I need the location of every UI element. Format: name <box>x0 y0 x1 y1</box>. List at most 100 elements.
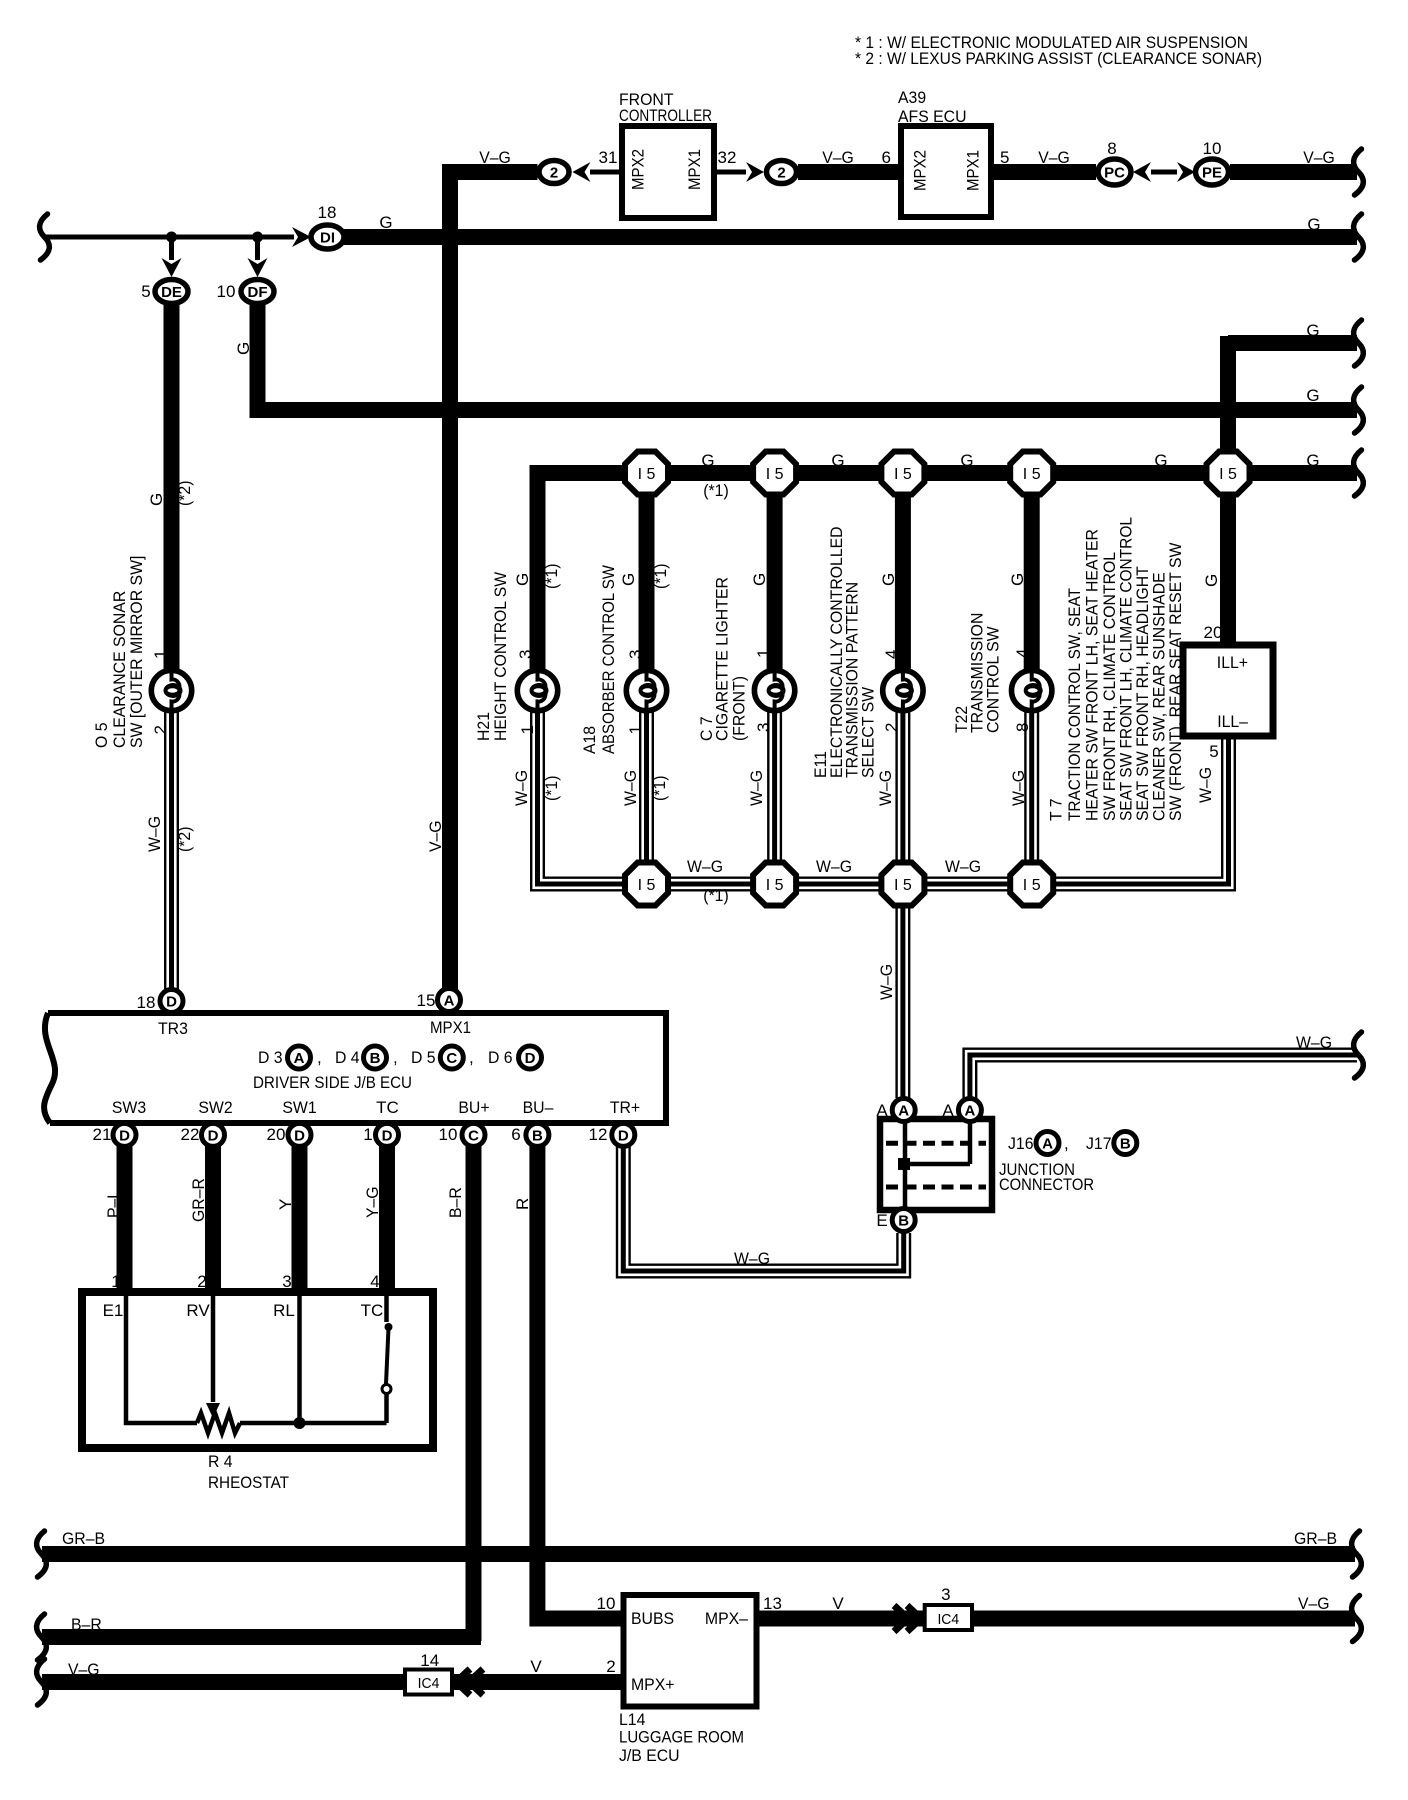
svg-text:2: 2 <box>882 723 901 732</box>
svg-text:R 4: R 4 <box>208 1452 233 1471</box>
svg-text:G: G <box>1306 321 1319 340</box>
svg-text:G: G <box>750 573 769 586</box>
svg-text:1: 1 <box>626 725 645 734</box>
svg-text:D: D <box>119 1127 130 1144</box>
svg-text:BU–: BU– <box>523 1098 554 1117</box>
svg-text:SEAT SW FRONT RH, HEADLIGHT: SEAT SW FRONT RH, HEADLIGHT <box>1133 566 1152 821</box>
svg-text:(*1): (*1) <box>651 564 670 590</box>
svg-text:C: C <box>468 1127 479 1144</box>
svg-text:HEIGHT CONTROL SW: HEIGHT CONTROL SW <box>491 572 510 741</box>
svg-text:W–G: W–G <box>1196 767 1215 803</box>
svg-text:6: 6 <box>511 1125 520 1144</box>
svg-text:B–R: B–R <box>446 1187 465 1218</box>
svg-text:G: G <box>1202 574 1221 587</box>
svg-text:32: 32 <box>718 148 737 167</box>
svg-text:4: 4 <box>370 1272 379 1291</box>
svg-text:SW [OUTER MIRROR SW]: SW [OUTER MIRROR SW] <box>127 556 146 748</box>
svg-text:SW FRONT RH, CLIMATE CONTROL: SW FRONT RH, CLIMATE CONTROL <box>1100 552 1119 821</box>
svg-text:* 1 : W/ ELECTRONIC MODULATED: * 1 : W/ ELECTRONIC MODULATED AIR SUSPEN… <box>855 33 1248 52</box>
svg-text:ELECTRONICALLY CONTROLLED: ELECTRONICALLY CONTROLLED <box>827 526 846 778</box>
svg-text:G: G <box>513 573 532 586</box>
svg-text:10: 10 <box>1203 139 1222 158</box>
svg-text:D 6: D 6 <box>488 1048 513 1067</box>
svg-text:T 7: T 7 <box>1047 798 1066 821</box>
svg-text:1: 1 <box>363 1125 372 1144</box>
svg-text:I 5: I 5 <box>1023 466 1041 483</box>
svg-text:RHEOSTAT: RHEOSTAT <box>208 1473 289 1492</box>
svg-text:J17: J17 <box>1086 1134 1112 1153</box>
svg-text:G: G <box>960 451 973 470</box>
svg-text:G: G <box>234 342 253 355</box>
svg-text:W–G: W–G <box>621 770 640 806</box>
svg-text:W–G: W–G <box>512 770 531 806</box>
svg-text:E1: E1 <box>103 1301 124 1320</box>
svg-text:B: B <box>532 1127 543 1144</box>
svg-text:I 5: I 5 <box>766 466 784 483</box>
svg-text:ABSORBER CONTROL SW: ABSORBER CONTROL SW <box>599 565 618 754</box>
svg-text:2: 2 <box>151 725 170 734</box>
svg-text:1: 1 <box>151 650 170 659</box>
svg-text:FRONT: FRONT <box>619 90 674 109</box>
svg-text:MPX–: MPX– <box>705 1609 749 1628</box>
svg-text:D: D <box>382 1127 393 1144</box>
svg-text:10: 10 <box>217 282 236 301</box>
svg-text:DF: DF <box>248 284 268 301</box>
svg-text:IC4: IC4 <box>418 1675 440 1692</box>
svg-text:12: 12 <box>589 1125 608 1144</box>
svg-text:A18: A18 <box>580 726 599 754</box>
svg-text:MPX1: MPX1 <box>964 150 983 191</box>
svg-text:5: 5 <box>1000 148 1009 167</box>
svg-text:V–G: V–G <box>68 1660 100 1679</box>
svg-text:W–G: W–G <box>1296 1033 1332 1052</box>
svg-text:V: V <box>832 1594 844 1613</box>
svg-text:SW1: SW1 <box>282 1098 316 1117</box>
svg-text:10: 10 <box>439 1125 458 1144</box>
svg-text:GR–B: GR–B <box>1294 1529 1337 1548</box>
svg-text:3: 3 <box>941 1585 950 1604</box>
svg-text:G: G <box>379 213 392 232</box>
svg-text:3: 3 <box>516 650 535 659</box>
svg-text:CONTROLLER: CONTROLLER <box>619 106 712 125</box>
svg-text:20: 20 <box>1204 623 1223 642</box>
svg-text:A: A <box>1042 1135 1053 1152</box>
svg-text:21: 21 <box>93 1125 112 1144</box>
svg-text:D: D <box>525 1050 536 1067</box>
svg-text:W–G: W–G <box>747 770 766 806</box>
svg-text:1: 1 <box>754 649 773 658</box>
svg-text:V–G: V–G <box>822 148 854 167</box>
svg-text:4: 4 <box>1013 649 1032 658</box>
svg-text:(*1): (*1) <box>542 776 561 802</box>
svg-text:O 5: O 5 <box>92 723 111 749</box>
svg-text:G: G <box>879 573 898 586</box>
svg-text:A: A <box>964 1102 975 1119</box>
svg-text:V–G: V–G <box>1303 148 1335 167</box>
svg-text:I 5: I 5 <box>638 877 656 894</box>
svg-text:* 2 : W/ LEXUS PARKING ASSIST: * 2 : W/ LEXUS PARKING ASSIST (CLEARANCE… <box>855 49 1262 68</box>
svg-text:(*2): (*2) <box>175 481 194 507</box>
svg-text:TRACTION CONTROL SW, SEAT: TRACTION CONTROL SW, SEAT <box>1065 588 1084 821</box>
svg-text:(*1): (*1) <box>542 564 561 590</box>
svg-text:V–G: V–G <box>1038 148 1070 167</box>
svg-text:A39: A39 <box>898 88 926 107</box>
svg-text:D: D <box>618 1127 629 1144</box>
svg-text:A: A <box>898 1102 909 1119</box>
svg-text:,: , <box>393 1048 398 1067</box>
svg-text:G: G <box>1306 451 1319 470</box>
svg-text:(FRONT): (FRONT) <box>730 676 749 741</box>
svg-text:2: 2 <box>550 164 558 181</box>
svg-text:TR3: TR3 <box>158 1019 188 1038</box>
svg-text:2: 2 <box>197 1272 206 1291</box>
svg-text:DE: DE <box>161 284 182 301</box>
svg-text:G: G <box>1307 215 1320 234</box>
svg-text:E: E <box>876 1211 887 1230</box>
svg-text:,: , <box>317 1048 322 1067</box>
svg-text:13: 13 <box>763 1594 782 1613</box>
svg-text:TR+: TR+ <box>610 1098 640 1117</box>
svg-text:8: 8 <box>1107 139 1116 158</box>
svg-text:,: , <box>469 1048 474 1067</box>
svg-text:G: G <box>147 493 166 506</box>
svg-text:I 5: I 5 <box>638 466 656 483</box>
svg-text:RV: RV <box>186 1301 210 1320</box>
svg-text:(*1): (*1) <box>703 481 729 500</box>
svg-text:B–R: B–R <box>71 1615 102 1634</box>
